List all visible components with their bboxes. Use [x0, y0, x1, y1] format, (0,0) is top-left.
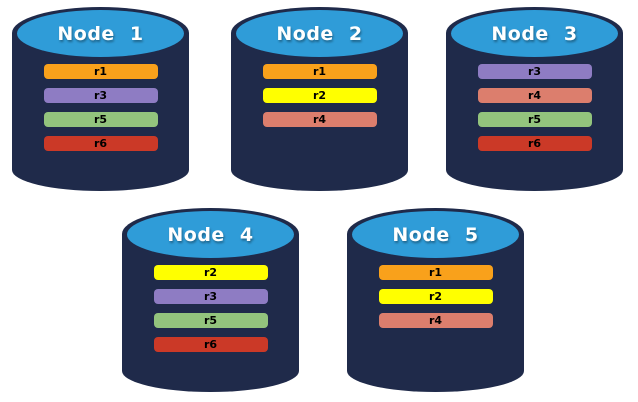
replica-bar-r6: r6 — [477, 136, 592, 151]
node-title: Node 1 — [57, 22, 144, 45]
node-title: Node 2 — [276, 22, 363, 45]
replica-bar-r1: r1 — [262, 64, 377, 79]
replica-list: r1 r2 r4 — [347, 265, 524, 328]
replica-bar-r5: r5 — [477, 112, 592, 127]
node-cylinder-2: Node 2 r1 r2 r4 — [231, 7, 408, 191]
replica-bar-r6: r6 — [153, 337, 268, 352]
replica-bar-r5: r5 — [43, 112, 158, 127]
replica-bar-r3: r3 — [153, 289, 268, 304]
node-cylinder-4: Node 4 r2 r3 r5 r6 — [122, 208, 299, 392]
replica-bar-r5: r5 — [153, 313, 268, 328]
replica-bar-r4: r4 — [378, 313, 493, 328]
node-cylinder-1: Node 1 r1 r3 r5 r6 — [12, 7, 189, 191]
replica-bar-r4: r4 — [477, 88, 592, 103]
replica-bar-r6: r6 — [43, 136, 158, 151]
node-cylinder-3: Node 3 r3 r4 r5 r6 — [446, 7, 623, 191]
replica-bar-r2: r2 — [262, 88, 377, 103]
replica-list: r1 r3 r5 r6 — [12, 64, 189, 151]
replica-bar-r2: r2 — [153, 265, 268, 280]
cylinder-top: Node 1 — [17, 10, 184, 57]
cylinder-top: Node 5 — [352, 211, 519, 258]
node-title: Node 5 — [392, 223, 479, 246]
node-title: Node 3 — [491, 22, 578, 45]
cylinder-top: Node 4 — [127, 211, 294, 258]
cylinder-top: Node 2 — [236, 10, 403, 57]
replica-list: r1 r2 r4 — [231, 64, 408, 127]
replica-bar-r1: r1 — [378, 265, 493, 280]
node-cylinder-5: Node 5 r1 r2 r4 — [347, 208, 524, 392]
replica-list: r3 r4 r5 r6 — [446, 64, 623, 151]
node-title: Node 4 — [167, 223, 254, 246]
replica-bar-r4: r4 — [262, 112, 377, 127]
replica-bar-r3: r3 — [43, 88, 158, 103]
replica-bar-r1: r1 — [43, 64, 158, 79]
replica-list: r2 r3 r5 r6 — [122, 265, 299, 352]
replica-bar-r3: r3 — [477, 64, 592, 79]
cylinder-top: Node 3 — [451, 10, 618, 57]
replica-bar-r2: r2 — [378, 289, 493, 304]
